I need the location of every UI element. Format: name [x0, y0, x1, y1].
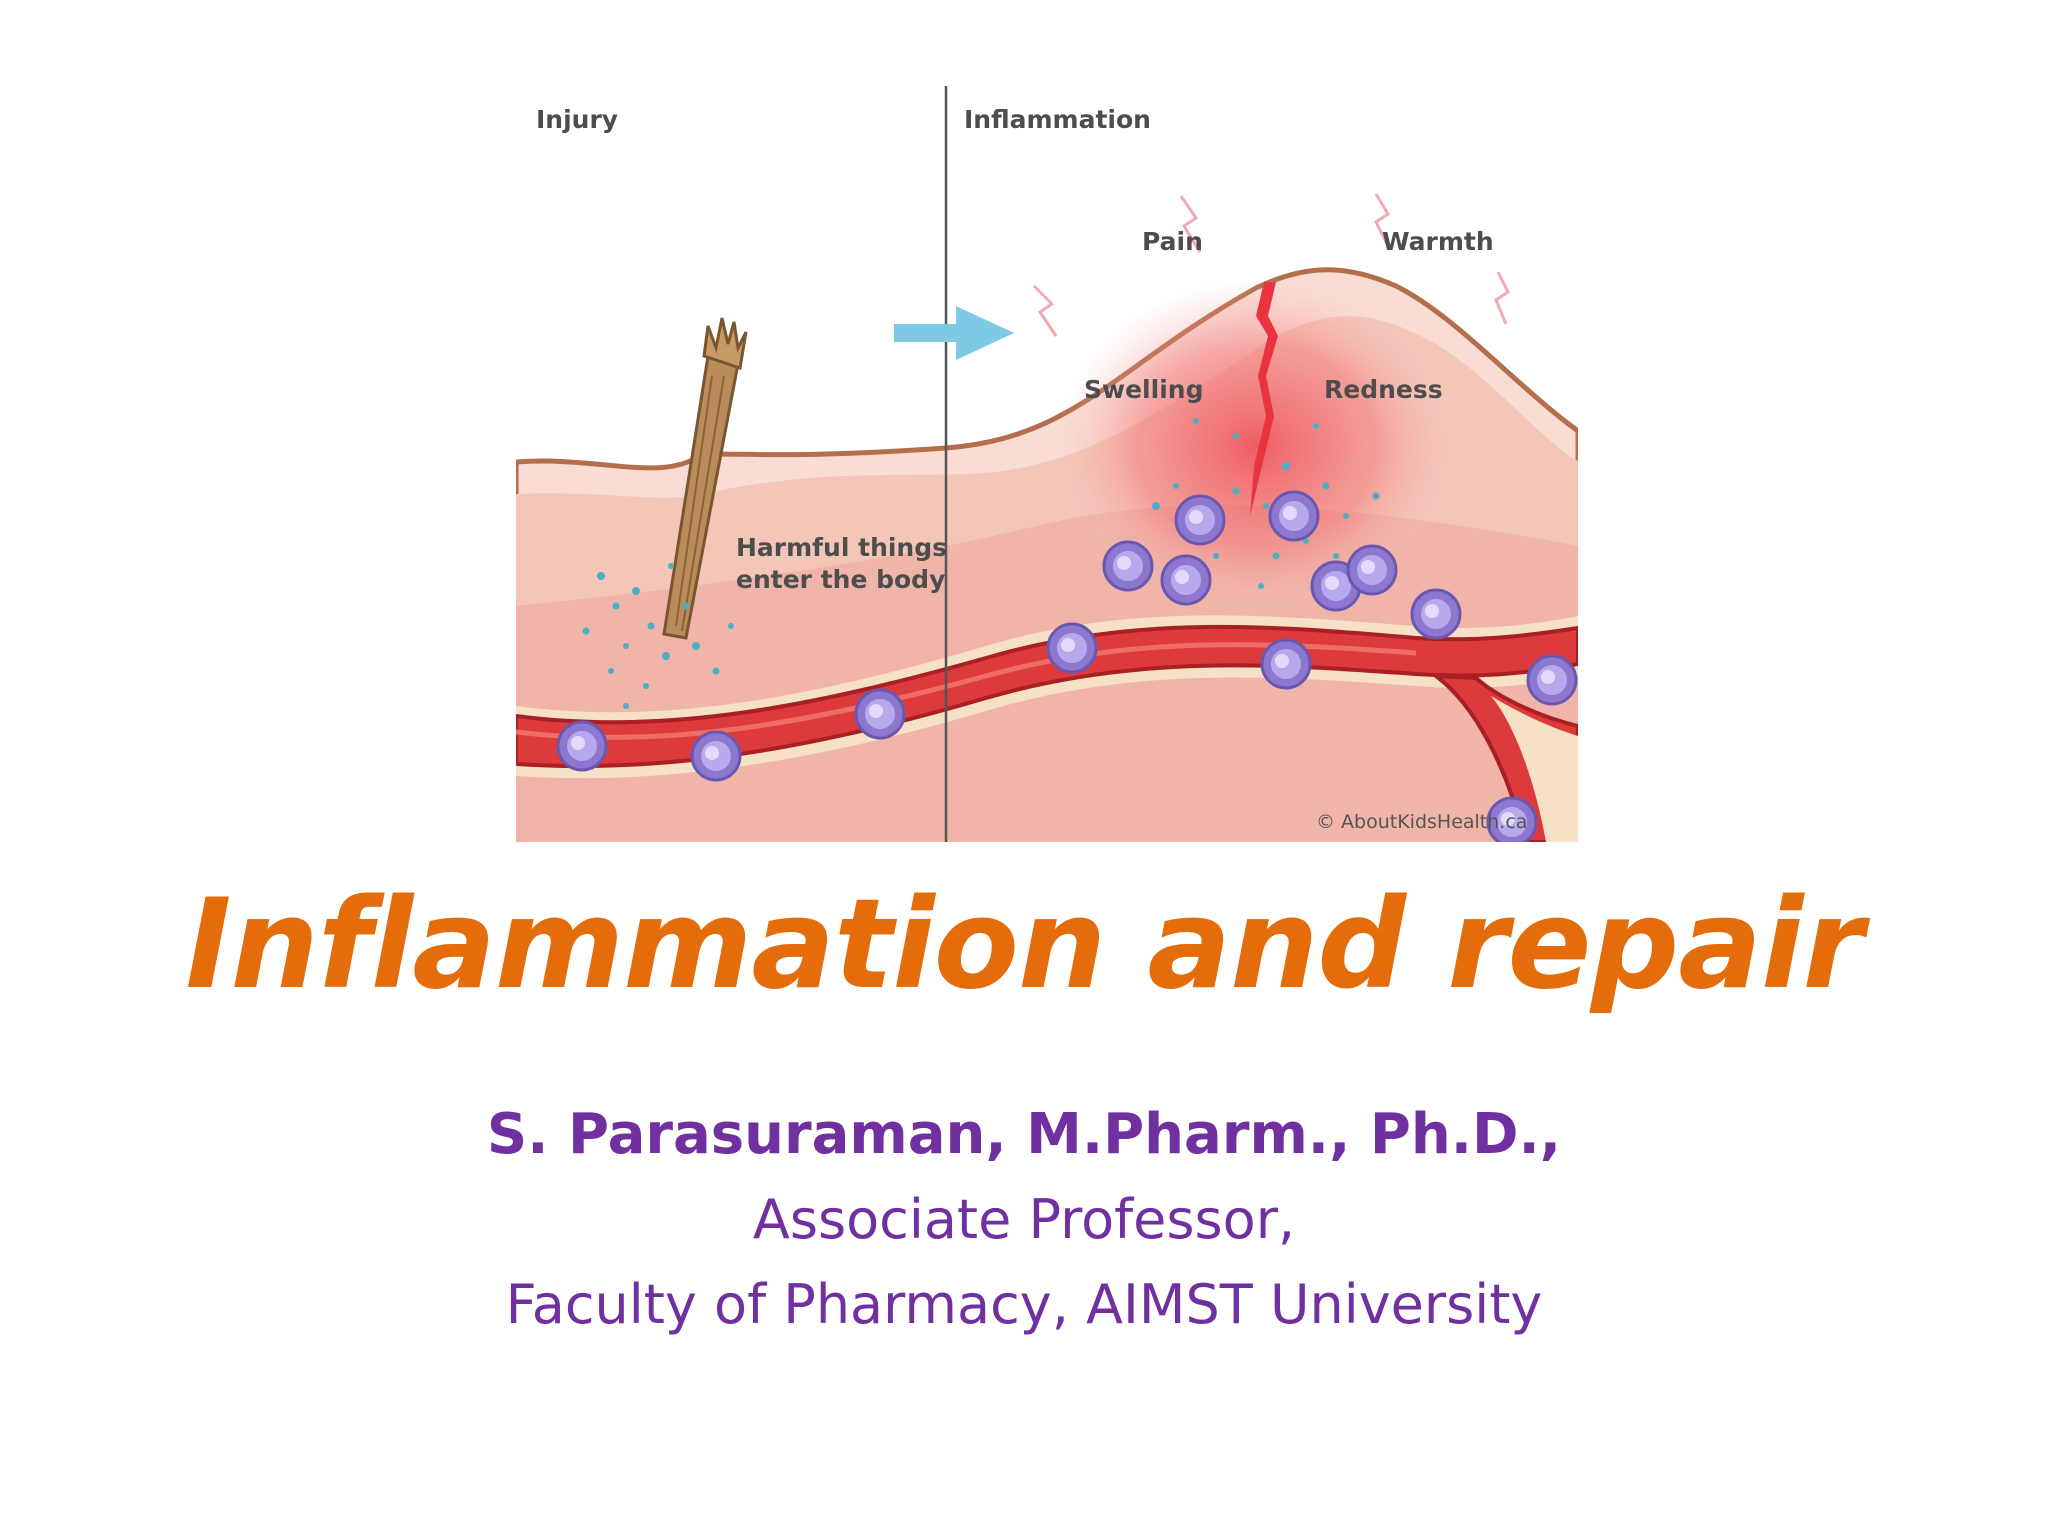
panel-right-title: Inflammation	[964, 105, 1151, 134]
label-harmful-line1: Harmful things	[736, 533, 947, 562]
author-affiliation: Faculty of Pharmacy, AIMST University	[505, 1273, 1543, 1336]
splinter-icon	[662, 317, 748, 640]
slide-title: Inflammation and repair	[185, 873, 1863, 1017]
author-role: Associate Professor,	[752, 1188, 1296, 1251]
label-warmth: Warmth	[1382, 227, 1494, 256]
blood-vessel-icon	[516, 615, 1578, 842]
label-harmful-line2: enter the body	[736, 565, 945, 594]
pain-spark-icon	[1032, 193, 1510, 337]
label-swelling: Swelling	[1084, 375, 1203, 404]
inflammation-illustration: Injury Inflammation Harmful things enter…	[516, 86, 1578, 842]
label-redness: Redness	[1324, 375, 1443, 404]
label-pain: Pain	[1142, 227, 1203, 256]
arrow-right-icon	[894, 306, 1014, 360]
image-credit: © AboutKidsHealth.ca	[1316, 811, 1527, 833]
panel-left-title: Injury	[536, 105, 618, 134]
author-name: S. Parasuraman, M.Pharm., Ph.D.,	[486, 1102, 1562, 1167]
